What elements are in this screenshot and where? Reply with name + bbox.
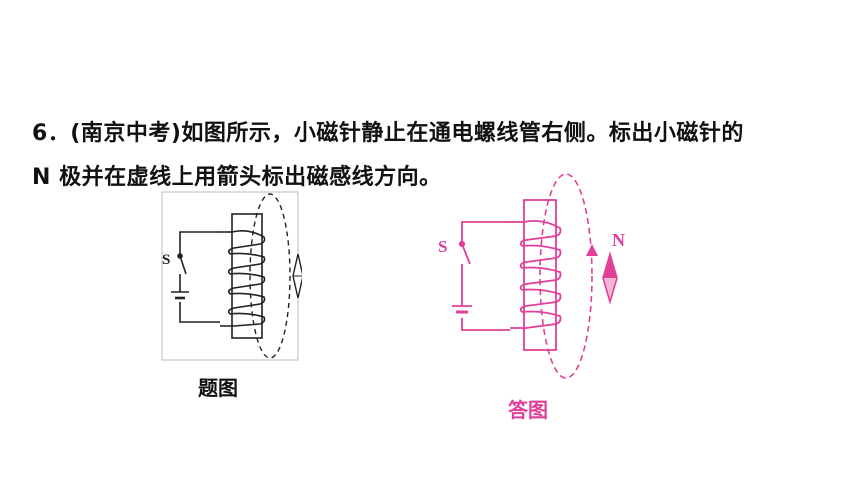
solenoid-coil [508, 219, 562, 329]
circuit-wires [461, 221, 510, 331]
circuit-wires [179, 231, 220, 323]
battery [171, 291, 189, 300]
compass-needle-north-half [603, 254, 617, 278]
field-direction-arrow-icon [586, 244, 598, 256]
question-figure-caption: 题图 [198, 376, 238, 400]
question-line-1: 6．(南京中考)如图所示，小磁针静止在通电螺线管右侧。标出小磁针的 [32, 121, 744, 146]
switch [458, 240, 471, 265]
switch-label: S [438, 237, 447, 256]
figure-frame [161, 191, 299, 361]
question-text: 6．(南京中考)如图所示，小磁针静止在通电螺线管右侧。标出小磁针的 N 极并在虚… [32, 112, 832, 200]
question-line-2: N 极并在虚线上用箭头标出磁感线方向。 [32, 165, 442, 190]
magnetic-field-line [249, 193, 291, 359]
battery [452, 305, 472, 314]
switch-label: S [162, 252, 170, 268]
switch [177, 253, 187, 275]
question-diagram: S [161, 191, 302, 361]
north-pole-label: N [612, 230, 625, 250]
solenoid-coil [218, 230, 266, 327]
answer-diagram: S N [438, 173, 625, 379]
answer-figure-caption: 答图 [508, 398, 548, 422]
magnetic-field-line [539, 173, 593, 379]
